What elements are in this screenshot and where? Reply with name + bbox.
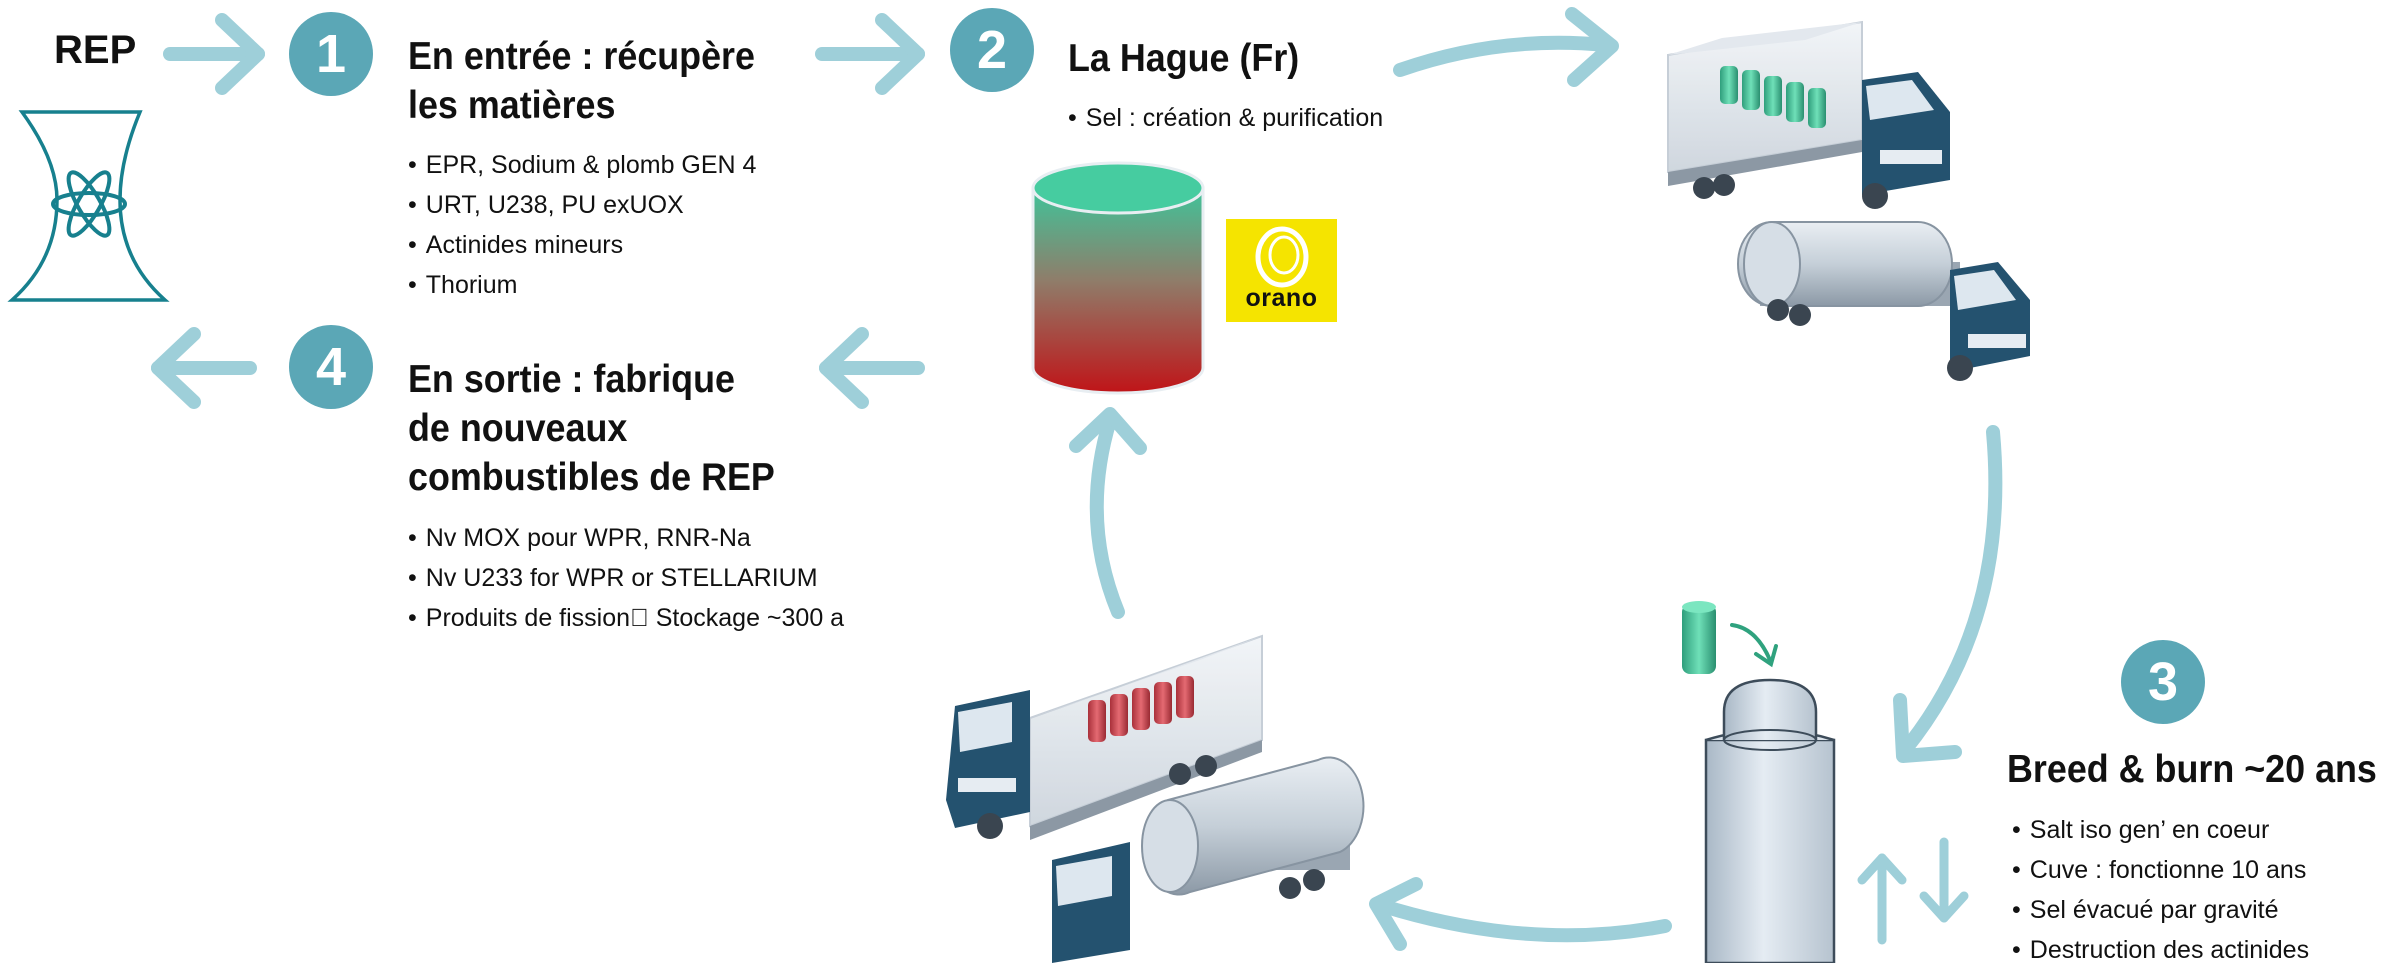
arrow-transport-to-reactor	[1898, 425, 2003, 757]
step1-title-line2: les matières	[408, 84, 616, 127]
step3-bullet-list: Salt iso gen’ en coeur Cuve : fonctionne…	[2012, 810, 2309, 970]
step3-bullet: Cuve : fonctionne 10 ans	[2012, 850, 2309, 890]
up-down-arrows-icon	[1857, 837, 1969, 945]
step1-bullet: EPR, Sodium & plomb GEN 4	[408, 145, 757, 185]
green-canisters	[1720, 66, 1826, 128]
step4-title-line3: combustibles de REP	[408, 456, 775, 499]
arrow-return-to-hague-head	[1069, 407, 1147, 455]
step3-bullet: Sel évacué par gravité	[2012, 890, 2309, 930]
step4-badge: 4	[289, 325, 373, 409]
truck-fuel-green-icon	[1667, 20, 1950, 209]
truck-tanker-icon	[1737, 221, 2030, 381]
reactor-vessel-icon	[1704, 678, 1836, 963]
step1-title-line1: En entrée : récupère	[408, 35, 755, 78]
fuel-canister-icon	[1682, 601, 1716, 674]
step1-bullet: URT, U238, PU exUOX	[408, 185, 756, 225]
step1-badge: 1	[289, 12, 373, 96]
truck-tanker-bottom-icon	[1052, 756, 1365, 963]
step3-badge: 3	[2121, 640, 2205, 724]
arrow-reactor-to-return-head	[1369, 877, 1423, 951]
nuclear-plant-icon	[7, 110, 170, 302]
arrow-hague-to-transport-head	[1565, 7, 1619, 87]
arrow-step4-to-rep	[151, 327, 257, 409]
rep-label: REP	[54, 28, 137, 72]
step4-bullet: Nv MOX pour WPR, RNR-Na	[408, 518, 844, 558]
orano-logo-text: orano	[1245, 284, 1318, 312]
step4-bullet: Nv U233 for WPR or STELLARIUM	[408, 558, 844, 598]
step4-title-line1: En sortie : fabrique	[408, 358, 735, 401]
red-canisters	[1088, 676, 1194, 742]
step3-title: Breed & burn ~20 ans	[2007, 748, 2377, 791]
step3-bullet: Destruction des actinides	[2012, 930, 2309, 970]
arrow-rep-to-step1	[163, 13, 265, 95]
step4-bullet-list: Nv MOX pour WPR, RNR-Na Nv U233 for WPR …	[408, 518, 844, 638]
arrow-hague-to-step4	[819, 327, 925, 409]
step1-bullet: Thorium	[408, 265, 756, 305]
truck-fuel-red-icon	[946, 634, 1263, 840]
canister-insert-arrow-icon	[1730, 623, 1778, 668]
step4-title-line2: de nouveaux	[408, 407, 628, 450]
step2-title: La Hague (Fr)	[1068, 37, 1300, 80]
step3-bullet: Salt iso gen’ en coeur	[2012, 810, 2309, 850]
step2-bullet-list: Sel : création & purification	[1068, 98, 1383, 138]
step4-title: En sortie : fabrique de nouveaux combust…	[408, 355, 775, 502]
orano-logo: orano	[1226, 219, 1337, 322]
salt-tank-icon	[1031, 161, 1205, 395]
orano-swirl-icon	[1255, 226, 1309, 288]
atom-icon	[51, 170, 127, 238]
step2-badge: 2	[950, 8, 1034, 92]
step4-bullet: Produits de fission  Stockage ~300 a	[408, 598, 844, 638]
arrow-return-to-hague	[1089, 413, 1125, 619]
step1-bullet: Actinides mineurs	[408, 225, 756, 265]
arrow-hague-to-transport	[1393, 35, 1612, 77]
step1-title: En entrée : récupère les matières	[408, 32, 755, 130]
arrow-reactor-to-return	[1373, 898, 1672, 943]
arrow-step1-to-step2	[815, 13, 925, 95]
arrow-transport-to-reactor-head	[1893, 693, 1962, 763]
step2-bullet: Sel : création & purification	[1068, 98, 1383, 138]
step1-bullet-list: EPR, Sodium & plomb GEN 4 URT, U238, PU …	[408, 145, 757, 305]
